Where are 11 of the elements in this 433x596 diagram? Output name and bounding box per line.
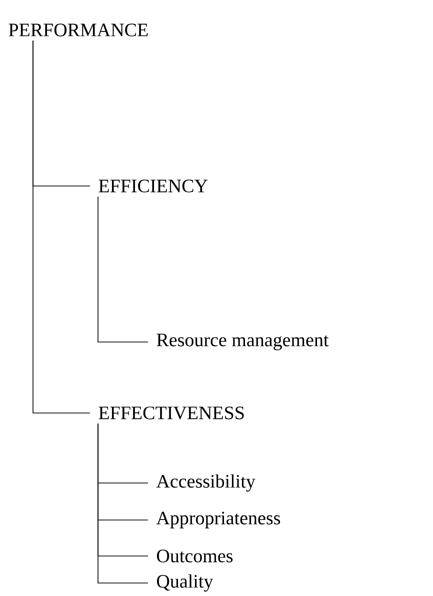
tree-connector: [32, 40, 90, 414]
tree-label: Resource management: [156, 334, 329, 350]
tree-label: EFFECTIVENESS: [98, 406, 244, 420]
tree-label: PERFORMANCE: [8, 24, 148, 36]
tree-connector: [98, 196, 148, 342]
tree-label: Quality: [156, 574, 214, 592]
tree-label: Outcomes: [156, 550, 233, 562]
tree-connector: [98, 423, 148, 584]
tree-label: Accessibility: [156, 474, 256, 492]
tree-label: Appropriateness: [156, 512, 280, 528]
tree-label: EFFICIENCY: [98, 180, 208, 192]
